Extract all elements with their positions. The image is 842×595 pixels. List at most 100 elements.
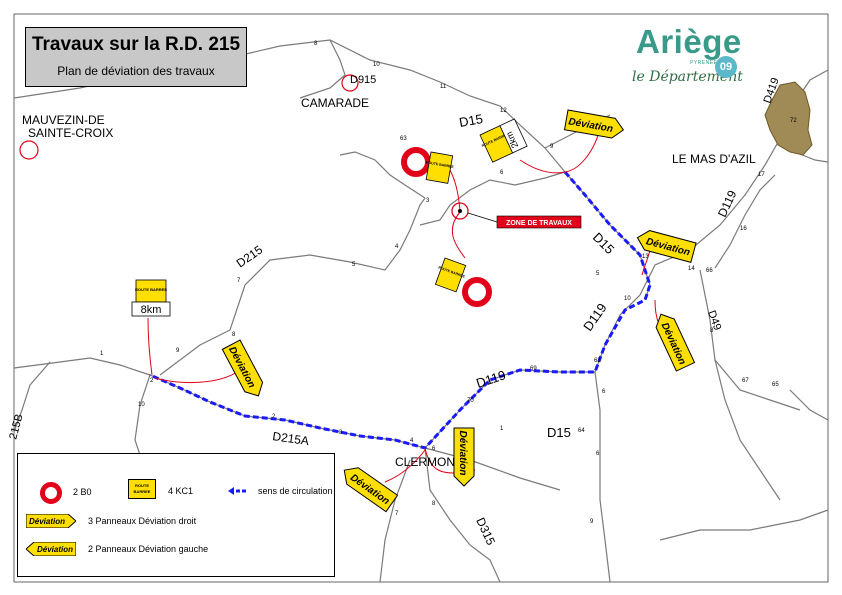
km-marker-label: 66 <box>706 268 713 274</box>
km-marker-label: 5 <box>596 271 600 277</box>
svg-text:Déviation: Déviation <box>37 545 73 554</box>
km-marker-label: 6 <box>500 170 504 176</box>
road-label-d15-top: D15 <box>458 111 484 130</box>
road-east-small <box>789 389 829 421</box>
route-barree-sign-south: ROUTE BARREE <box>434 257 467 293</box>
km-marker-label: 10 <box>624 296 631 302</box>
km-marker-label: 3 <box>339 430 343 436</box>
road-d49-b <box>714 359 781 501</box>
deviation-sign-west: Déviation <box>221 339 264 397</box>
logo-word: Ariège <box>636 23 742 60</box>
deviation-sign-northeast: Déviation <box>563 109 625 139</box>
km-marker-label: 9 <box>550 144 554 150</box>
legend-deviation-right-icon: Déviation <box>26 514 76 528</box>
km-marker-label: 1 <box>100 351 104 357</box>
legend-right-label: 3 Panneaux Déviation droit <box>88 516 197 526</box>
place-mauvezin-1: MAUVEZIN-DE <box>22 113 105 127</box>
deviation-sign-clermont-west: Déviation <box>343 467 399 513</box>
map-legend: 2 B0 ROUTE BARREE 4 KC1 sens de circulat… <box>17 453 335 577</box>
km-marker-label: 4 <box>395 244 399 250</box>
km-marker-label: 13 <box>642 254 649 260</box>
road-label-d15-bottom: D15 <box>547 425 571 440</box>
km-marker-label: 2 <box>272 414 276 420</box>
legend-route-barree-icon: ROUTE BARREE <box>128 479 156 499</box>
km-marker-label: 2 <box>150 378 154 384</box>
road-west <box>13 357 151 376</box>
km-marker-label: 14 <box>688 266 695 272</box>
road-label-d215: D215 <box>234 242 266 270</box>
deviation-sign-clermont-east: Déviation <box>453 427 475 487</box>
legend-sign-label: 4 KC1 <box>168 486 194 496</box>
svg-text:8km: 8km <box>141 304 162 316</box>
road-d215-north <box>159 197 426 376</box>
km-marker-label: 16 <box>740 226 747 232</box>
km-marker-label: 10 <box>373 62 380 68</box>
road-network <box>13 39 829 583</box>
ariege-logo: Ariège PYRENEES le Département 09 <box>620 23 750 93</box>
logo-number-badge: 09 <box>715 56 737 78</box>
km-marker-label: 64 <box>578 428 585 434</box>
road-clermont-south <box>379 459 411 583</box>
work-zone-center <box>458 209 462 213</box>
km-marker-label: 5 <box>352 262 356 268</box>
km-marker-label: 69 <box>530 366 537 372</box>
road-west-215b <box>13 361 51 433</box>
km-marker-label: 6 <box>596 451 600 457</box>
leader-lines <box>147 127 671 483</box>
km-marker-label: 8 <box>710 328 714 334</box>
km-marker-label: 6 <box>432 446 436 452</box>
km-marker-label: 1 <box>500 426 504 432</box>
route-barree-sign-northeast: ROUTE BARREE 2km <box>479 118 528 163</box>
road-south-east <box>659 509 829 541</box>
km-marker-label: 7 <box>395 511 399 517</box>
logo-department: le Département <box>632 69 743 85</box>
road-label-d119-right: D119 <box>715 188 740 219</box>
deviation-route <box>149 171 652 450</box>
road-label-d49: D49 <box>705 309 723 332</box>
road-label-d915: D915 <box>350 74 376 86</box>
closure-ring-south <box>462 277 492 307</box>
work-zone-label: ZONE DE TRAVAUX <box>506 220 572 227</box>
km-marker-label: 67 <box>742 378 749 384</box>
legend-direction-label: sens de circulation <box>258 486 333 496</box>
svg-text:ROUTE BARREE: ROUTE BARREE <box>426 160 455 169</box>
deviation-sign-east: Déviation <box>636 230 697 263</box>
title-box: Travaux sur la R.D. 215 Plan de déviatio… <box>25 27 247 87</box>
road-d49 <box>699 269 801 411</box>
km-marker-label: 72 <box>790 118 797 124</box>
km-marker-label: 12 <box>500 108 507 114</box>
road-label-d215a: D215A <box>272 429 310 448</box>
km-marker-label: 9 <box>176 348 180 354</box>
place-mauvezin-2: SAINTE-CROIX <box>28 126 113 140</box>
town-mas-dazil <box>764 81 813 156</box>
km-marker-label: 3 <box>426 198 430 204</box>
km-marker-label: 63 <box>594 358 601 364</box>
svg-text:Déviation: Déviation <box>29 517 65 526</box>
km-marker-label: 7 <box>237 278 241 284</box>
legend-ring-label: 2 B0 <box>73 487 92 497</box>
deviation-sign-southeast: Déviation <box>655 313 696 372</box>
work-zone-marker <box>451 202 469 220</box>
km-marker-label: 70 <box>467 398 474 404</box>
road-clermont-east <box>424 447 561 491</box>
km-marker-label: 8 <box>432 501 436 507</box>
page-title: Travaux sur la R.D. 215 <box>31 34 241 55</box>
road-d315 <box>424 447 501 583</box>
work-zone-pointer <box>467 212 498 223</box>
km-marker-label: 63 <box>400 136 407 142</box>
road-label-d119-low: D119 <box>474 367 507 391</box>
legend-deviation-left-icon: Déviation <box>26 542 76 556</box>
closure-ring-north <box>401 147 431 177</box>
road-d215-north-b <box>339 151 426 199</box>
place-clermont: CLERMONT <box>395 455 463 469</box>
km-marker-label: 11 <box>440 84 447 90</box>
km-marker-label: 8 <box>232 332 236 338</box>
road-label-d15-mid: D15 <box>590 230 617 257</box>
km-marker-label: 17 <box>758 172 765 178</box>
road-d15-south <box>594 371 611 583</box>
page-subtitle: Plan de déviation des travaux <box>57 64 215 78</box>
km-marker-label: 4 <box>410 438 414 444</box>
route-barree-sign-north: ROUTE BARREE <box>425 151 455 184</box>
